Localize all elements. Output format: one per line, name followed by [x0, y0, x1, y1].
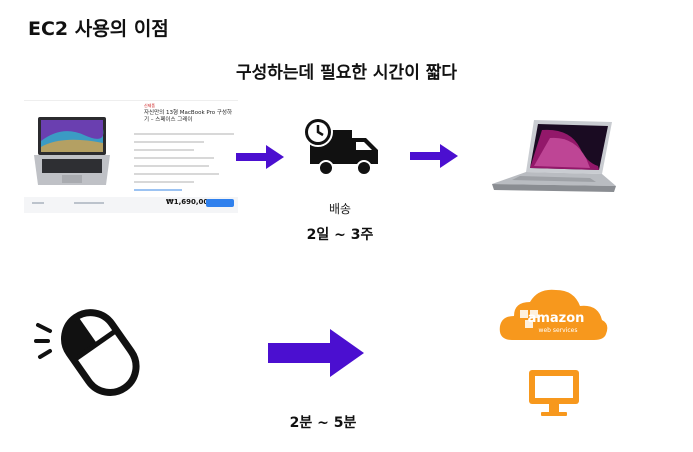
spec-line — [134, 181, 194, 183]
subtitle: 구성하는데 필요한 시간이 짧다 — [235, 63, 458, 83]
footer-info — [74, 202, 104, 204]
spec-line — [134, 165, 209, 167]
delivery-label: 배송 — [328, 202, 352, 216]
spec-line — [134, 141, 204, 143]
product-tag: 신제품 — [144, 103, 156, 108]
spec-line — [134, 149, 194, 151]
aws-brand-text: amazon — [528, 311, 585, 326]
product-card: 신제품 자신만의 13형 MacBook Pro 구성하기 – 스페이스 그레이… — [24, 100, 238, 213]
arrow-right-icon — [236, 145, 284, 169]
laptop-icon — [492, 120, 616, 192]
delivery-truck-icon — [303, 118, 378, 176]
aws-subtext: web services — [539, 327, 578, 334]
delivery-time: 2일 ~ 3주 — [306, 227, 374, 243]
monitor-icon — [529, 370, 579, 416]
mouse-click-icon — [34, 309, 140, 396]
arrow-right-icon — [410, 144, 458, 168]
launch-time: 2분 ~ 5분 — [289, 415, 357, 431]
card-footer — [24, 197, 238, 213]
footer-info — [32, 202, 44, 204]
arrow-right-icon — [268, 329, 364, 377]
page-title: EC2 사용의 이점 — [28, 18, 169, 40]
spec-line — [134, 157, 214, 159]
aws-cloud-icon: amazon web services — [499, 289, 608, 340]
add-to-bag-button — [206, 199, 234, 207]
product-price: ₩1,690,000 — [166, 198, 214, 206]
product-name: 자신만의 13형 MacBook Pro 구성하기 – 스페이스 그레이 — [144, 110, 233, 123]
spec-line — [134, 133, 234, 135]
spec-link — [134, 189, 182, 191]
laptop-icon — [34, 117, 110, 185]
spec-line — [134, 173, 219, 175]
